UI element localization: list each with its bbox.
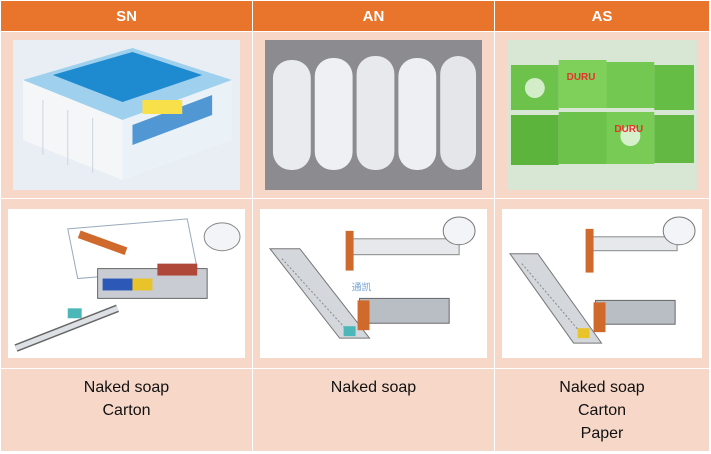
sn-product-photo <box>13 40 240 190</box>
material-item: Carton <box>577 402 627 419</box>
header-as: AS <box>495 1 710 32</box>
material-item: Naked soap <box>83 379 170 396</box>
material-item: Naked soap <box>559 379 645 396</box>
an-machine-diagram: 通凯 <box>260 209 487 358</box>
photo-cell-sn <box>1 32 253 199</box>
header-sn: SN <box>1 1 253 32</box>
photo-cell-as: DURU DURU <box>495 32 710 199</box>
materials-cell-an: Naked soap <box>253 369 495 452</box>
as-machine-diagram <box>502 209 702 358</box>
material-item: Carton <box>102 402 151 419</box>
materials-cell-as: Naked soap Carton Paper <box>495 369 710 452</box>
material-item: Paper <box>580 425 624 442</box>
an-product-photo <box>265 40 482 190</box>
materials-cell-sn: Naked soap Carton <box>1 369 253 452</box>
diagram-watermark: 通凯 <box>352 280 372 293</box>
diagram-cell-sn <box>1 199 253 369</box>
as-brand-label: DURU <box>567 72 596 83</box>
as-product-photo: DURU DURU <box>507 40 697 190</box>
diagram-cell-an: 通凯 <box>253 199 495 369</box>
header-an: AN <box>253 1 495 32</box>
as-brand-label-2: DURU <box>614 124 643 135</box>
diagram-cell-as <box>495 199 710 369</box>
material-item: Naked soap <box>330 379 417 396</box>
photo-cell-an <box>253 32 495 199</box>
sn-machine-diagram <box>8 209 245 358</box>
